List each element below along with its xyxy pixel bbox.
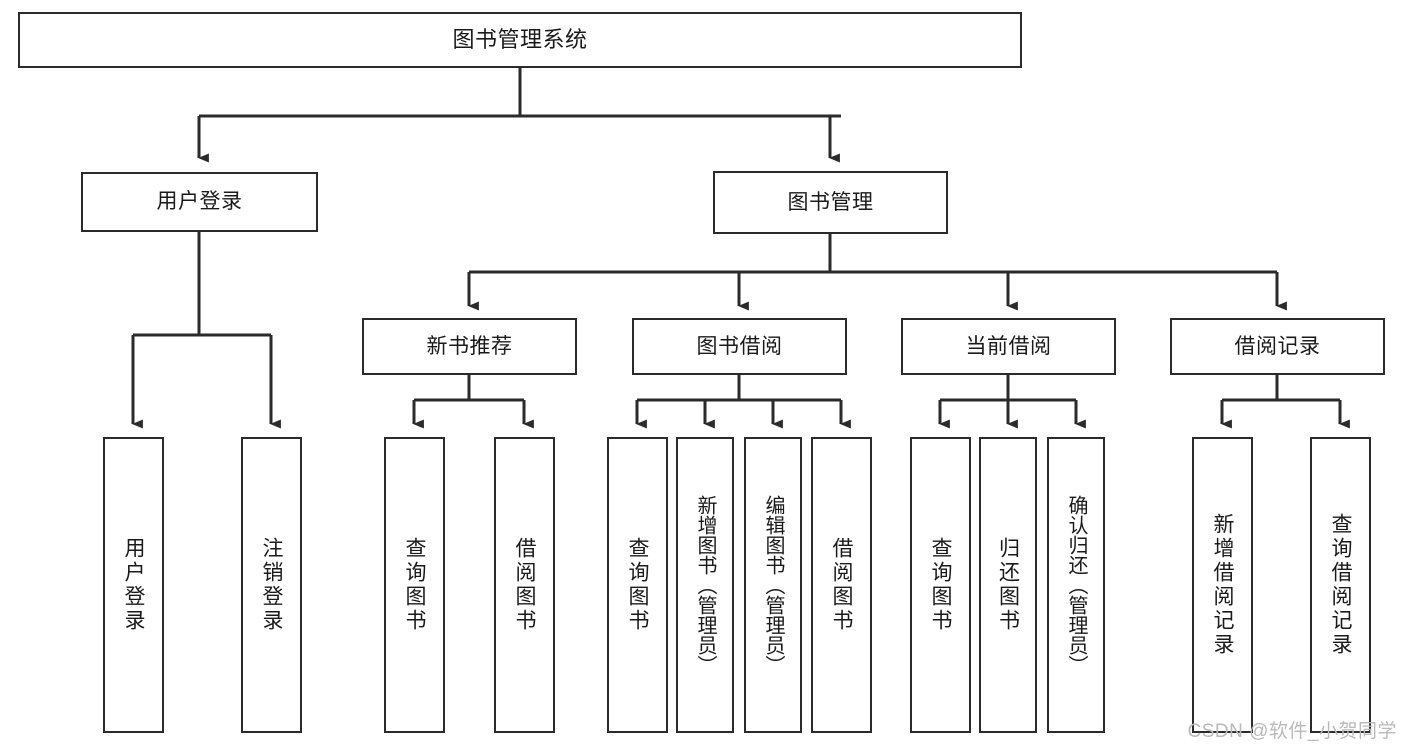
node-label: 借阅图书 xyxy=(830,537,853,633)
node-label: 用户登录 xyxy=(156,190,243,214)
node-label: 当前借阅 xyxy=(965,334,1052,358)
node-label: 新增图书（管理员） xyxy=(694,495,716,675)
node-label: 图书借阅 xyxy=(696,334,783,358)
node-new-book-recommendation[interactable]: 新书推荐 xyxy=(362,318,577,375)
leaf-confirm-return-admin[interactable]: 确认归还（管理员） xyxy=(1047,437,1105,733)
node-label: 图书管理 xyxy=(787,190,874,214)
node-book-borrowing[interactable]: 图书借阅 xyxy=(632,318,847,375)
watermark-text: CSDN @软件_小贺同学 xyxy=(1187,721,1397,742)
node-user-login[interactable]: 用户登录 xyxy=(81,172,318,232)
leaf-add-book-admin[interactable]: 新增图书（管理员） xyxy=(676,437,734,733)
node-label: 用户登录 xyxy=(122,537,145,633)
node-label: 归还图书 xyxy=(996,537,1020,633)
node-label: 借阅记录 xyxy=(1234,334,1321,358)
leaf-logout[interactable]: 注销登录 xyxy=(241,437,302,733)
leaf-query-book-borrow[interactable]: 查询图书 xyxy=(607,437,668,733)
node-book-management-system[interactable]: 图书管理系统 xyxy=(18,12,1022,68)
node-current-borrowing[interactable]: 当前借阅 xyxy=(901,318,1116,375)
node-label: 查询借阅记录 xyxy=(1329,513,1352,657)
leaf-query-book-recommend[interactable]: 查询图书 xyxy=(384,437,445,733)
node-book-management[interactable]: 图书管理 xyxy=(713,171,948,234)
leaf-edit-book-admin[interactable]: 编辑图书（管理员） xyxy=(744,437,802,733)
node-label: 注销登录 xyxy=(260,537,283,633)
leaf-query-book-current[interactable]: 查询图书 xyxy=(910,437,971,733)
node-label: 新增借阅记录 xyxy=(1211,513,1234,657)
leaf-user-login[interactable]: 用户登录 xyxy=(103,437,164,733)
node-label: 图书管理系统 xyxy=(452,26,588,52)
node-label: 查询图书 xyxy=(929,537,952,633)
leaf-add-borrow-record[interactable]: 新增借阅记录 xyxy=(1192,437,1253,733)
node-label: 查询图书 xyxy=(403,537,426,633)
node-label: 编辑图书（管理员） xyxy=(762,495,784,675)
node-label: 借阅图书 xyxy=(513,537,536,633)
leaf-borrow-book-recommend[interactable]: 借阅图书 xyxy=(494,437,555,733)
node-label: 查询图书 xyxy=(626,537,649,633)
node-borrowing-record[interactable]: 借阅记录 xyxy=(1170,318,1385,375)
leaf-borrow-book[interactable]: 借阅图书 xyxy=(811,437,872,733)
node-label: 确认归还（管理员） xyxy=(1065,495,1087,675)
node-label: 新书推荐 xyxy=(426,334,513,358)
leaf-return-book[interactable]: 归还图书 xyxy=(979,437,1037,733)
leaf-query-borrow-record[interactable]: 查询借阅记录 xyxy=(1310,437,1371,733)
